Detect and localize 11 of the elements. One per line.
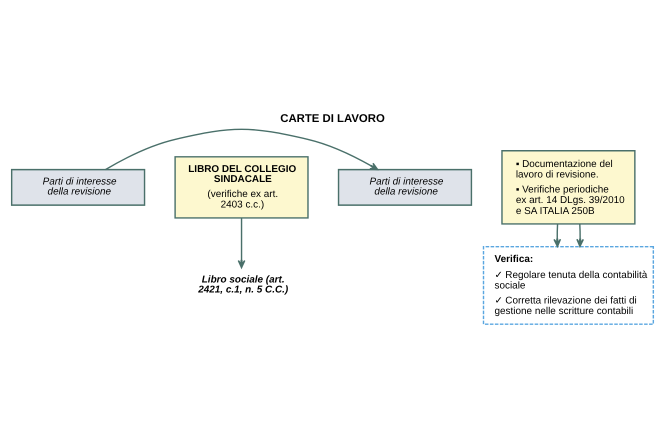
arrow: [576, 224, 584, 247]
node-box: Parti di interesse della revisione: [338, 168, 472, 206]
node-text: Libro sociale (art. 2421, c.1, n. 5 C.C.): [198, 274, 288, 296]
arrow: [105, 128, 378, 170]
arrow: [238, 218, 246, 268]
node-box: ▪ Documentazione del lavoro di revisione. ▪ Verifiche periodiche ex art. 14 DLgs. 39/2010 e SA ITALIA 250B: [501, 150, 636, 224]
node-box: Verifica: ✓ Regolare tenuta della contabilità sociale ✓ Corretta rilevazione dei fatti di gestione nelle scritture contabili: [482, 245, 654, 324]
node-box: Parti di interesse della revisione: [10, 168, 146, 206]
arrow: [553, 224, 562, 247]
diagram-title: CARTE DI LAVORO: [280, 112, 385, 125]
node-box: LIBRO DEL COLLEGIO SINDACALE (verifiche ex art. 2403 c.c.): [174, 156, 309, 218]
